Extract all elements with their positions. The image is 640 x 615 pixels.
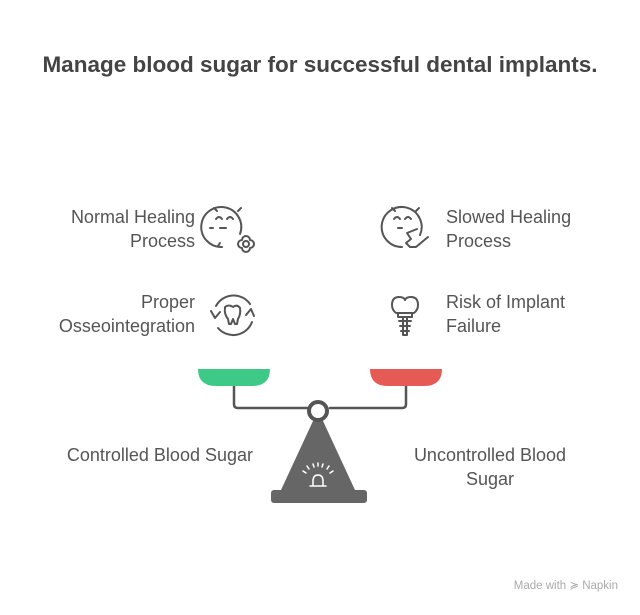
scale-base — [271, 490, 367, 503]
page-title: Manage blood sugar for successful dental… — [42, 52, 598, 77]
alarm-light-icon — [302, 462, 334, 487]
label-line: Proper — [140, 292, 195, 312]
label-line: Osseointegration — [58, 316, 195, 336]
scale-stand — [281, 421, 355, 490]
controlled-blood-sugar-label: Controlled Blood Sugar — [66, 445, 253, 465]
label-line: Process — [446, 231, 512, 251]
implant-failure-label: Risk of Implant Failure — [446, 290, 565, 338]
label-line: Normal Healing — [70, 207, 195, 227]
label-line: Sugar — [465, 469, 515, 489]
happy-face-flower-icon — [200, 206, 255, 253]
scale-pivot — [307, 400, 329, 422]
dental-implant-icon — [391, 296, 419, 336]
made-with-napkin-footer: Made with ≽ Napkin — [513, 580, 618, 592]
normal-healing-label: Normal Healing Process — [71, 205, 195, 253]
tooth-cycle-icon — [210, 294, 255, 337]
slowed-healing-label: Slowed Healing Process — [446, 205, 571, 253]
uncontrolled-blood-sugar-label: Uncontrolled Blood Sugar — [390, 443, 590, 491]
osseointegration-label: Proper Osseointegration — [59, 290, 195, 338]
tired-face-hand-icon — [380, 206, 429, 249]
right-pan-red — [370, 369, 442, 386]
label-line: Risk of Implant — [446, 292, 566, 312]
label-line: Failure — [446, 316, 502, 336]
left-pan-green — [198, 369, 270, 386]
label-line: Uncontrolled Blood — [413, 445, 567, 465]
label-line: Slowed Healing — [446, 207, 572, 227]
balance-scale — [198, 369, 442, 503]
scale-beam — [232, 384, 408, 410]
label-line: Process — [129, 231, 195, 251]
